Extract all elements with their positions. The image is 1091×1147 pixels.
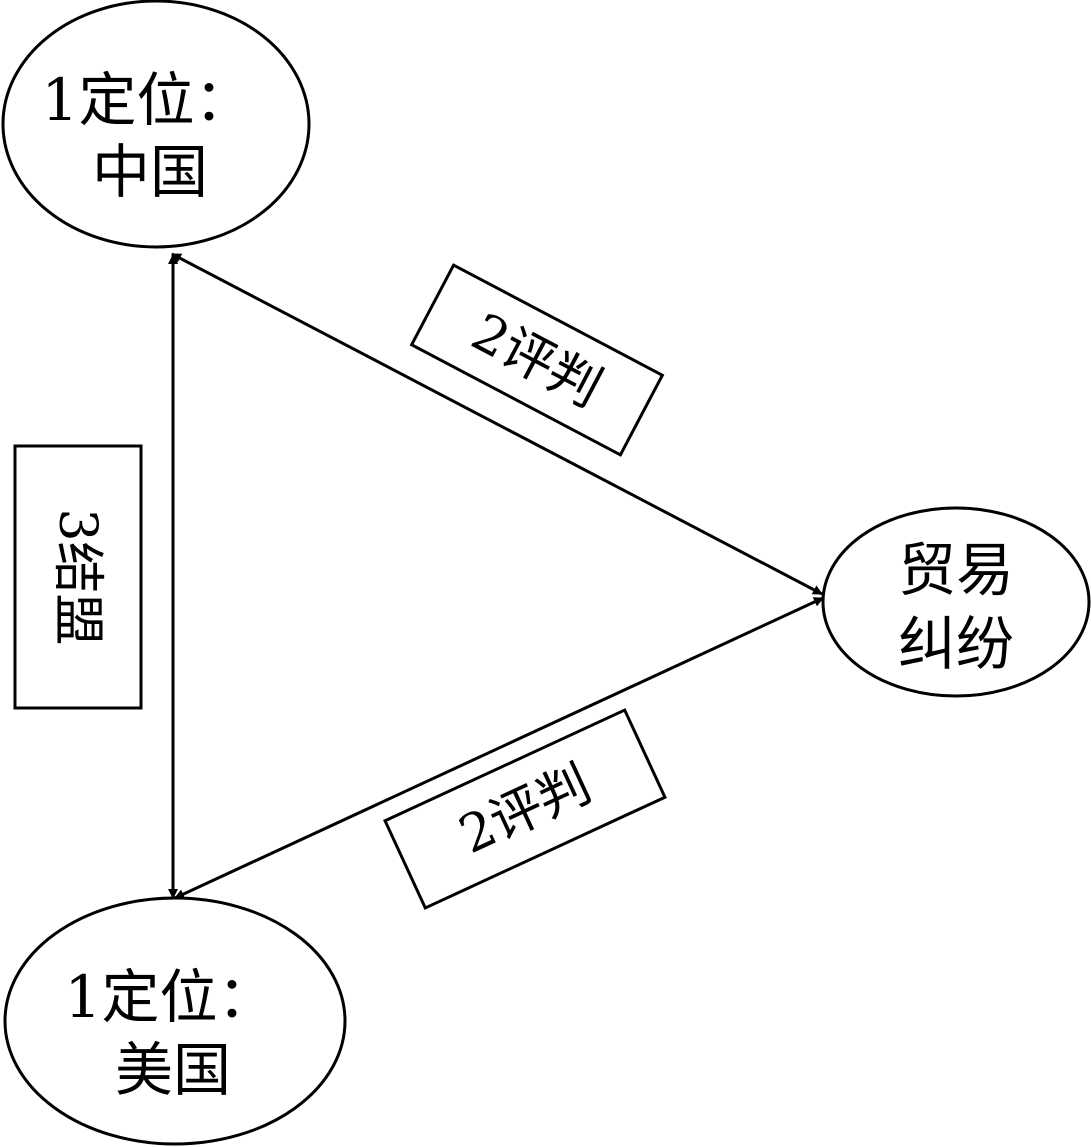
edge-china-trade	[171, 252, 823, 596]
node-china-line2: 中国	[92, 138, 208, 206]
label-upper-judge: 2评判	[409, 263, 665, 457]
node-trade-line2: 纠纷	[898, 610, 1014, 678]
node-usa: 1定位： 美国	[3, 896, 347, 1146]
label-alliance: 3结盟	[13, 444, 143, 710]
node-china: 1定位： 中国	[1, 0, 311, 249]
node-usa-line1: 1定位：	[65, 963, 276, 1031]
edge-usa-trade	[174, 596, 824, 900]
node-trade-line1: 贸易	[898, 536, 1014, 604]
node-usa-line2: 美国	[115, 1036, 231, 1104]
label-lower-judge: 2评判	[383, 708, 667, 910]
label-alliance-text: 3结盟	[47, 508, 107, 645]
node-trade: 贸易 纠纷	[821, 506, 1091, 698]
node-china-line1: 1定位：	[42, 66, 253, 134]
